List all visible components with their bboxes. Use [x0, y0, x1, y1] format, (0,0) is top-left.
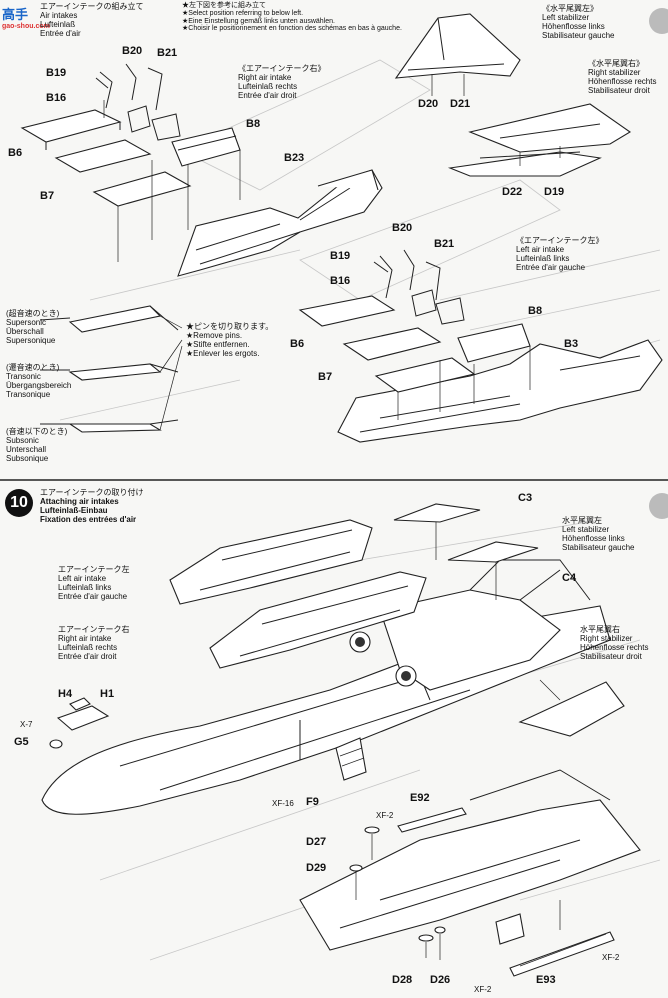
part-d26: D26 — [430, 974, 451, 986]
step10-heading: エアーインテークの取り付け Attaching air intakes Luft… — [40, 488, 144, 524]
right-stabilizer-label-top: 《水平尾翼右》 Right stabilizer Höhenflosse rec… — [588, 59, 657, 95]
part-d22: D22 — [502, 186, 523, 198]
next-page-step-marker — [649, 8, 668, 34]
step10-stabilizer-parts — [393, 503, 625, 737]
part-g5: G5 — [14, 736, 29, 748]
part-b16-left: B16 — [330, 275, 351, 287]
step10-left-stabilizer-label: 水平尾翼左 Left stabilizer Höhenflosse links … — [562, 516, 635, 552]
paint-code-xf16: XF-16 — [272, 799, 294, 808]
part-b21: B21 — [157, 47, 178, 59]
part-b20-left: B20 — [392, 222, 413, 234]
part-b19: B19 — [46, 67, 67, 79]
step10-right-intake-label: エアーインテーク右 Right air intake Lufteinlaß re… — [58, 625, 130, 661]
part-d21: D21 — [450, 98, 471, 110]
supersonic-label: (超音速のとき) Supersonic Überschall Supersoni… — [6, 309, 60, 345]
paint-code-xf2-upper: XF-2 — [376, 811, 394, 820]
left-stabilizer-parts — [394, 13, 521, 96]
paint-code-x7: X-7 — [20, 720, 33, 729]
site-watermark: 高手 gao-shou.com — [2, 4, 50, 30]
right-intake-label: 《エアーインテーク右》 Right air intake Lufteinlaß … — [238, 64, 326, 100]
subsonic-label: (音速以下のとき) Subsonic Unterschall Subsoniqu… — [6, 427, 68, 463]
part-b8-left: B8 — [528, 305, 543, 317]
part-e93: E93 — [536, 974, 556, 986]
part-d29: D29 — [306, 862, 327, 874]
step10-right-stabilizer-label: 水平尾翼右 Right stabilizer Höhenflosse recht… — [580, 625, 649, 661]
left-intake-label: 《エアーインテーク左》 Left air intake Lufteinlaß l… — [516, 236, 604, 272]
left-stabilizer-label-top: 《水平尾翼左》 Left stabilizer Höhenflosse link… — [542, 4, 615, 40]
heading-ja: エアーインテークの組み立て — [40, 2, 144, 11]
step-number: 10 — [5, 489, 33, 517]
part-b7-left: B7 — [318, 371, 333, 383]
part-b7: B7 — [40, 190, 55, 202]
part-h4: H4 — [58, 688, 73, 700]
part-d28: D28 — [392, 974, 413, 986]
fuselage-assembly — [41, 559, 611, 815]
heading-de: Lufteinlaß — [40, 19, 76, 29]
part-b3: B3 — [564, 338, 579, 350]
left-intake-assembly — [298, 249, 663, 443]
lower-detail-assembly — [299, 769, 641, 977]
part-d20: D20 — [418, 98, 439, 110]
part-h1: H1 — [100, 688, 115, 700]
part-b6-left: B6 — [290, 338, 305, 350]
next-page-step-marker-lower — [649, 493, 668, 519]
speed-position-diagrams — [39, 305, 183, 433]
step10-left-intake-label: エアーインテーク左 Left air intake Lufteinlaß lin… — [58, 565, 130, 601]
transonic-label: (遷音速のとき) Transonic Übergangsbereich Tran… — [6, 363, 72, 399]
part-c3: C3 — [518, 492, 533, 504]
step10-right-intake-part — [209, 571, 427, 669]
remove-pins-note: ★ピンを切り取ります。 ★Remove pins. ★Stifte entfer… — [186, 322, 274, 358]
watermark-brand: 高手 — [2, 7, 29, 22]
part-b23: B23 — [284, 152, 305, 164]
watermark-url: gao-shou.com — [2, 23, 50, 30]
selection-notes: ★左下図を参考に組み立て ★Select position referring … — [182, 2, 402, 33]
part-b19-left: B19 — [330, 250, 351, 262]
paint-code-xf2-lower: XF-2 — [474, 985, 492, 994]
part-d27: D27 — [306, 836, 327, 848]
part-b21-left: B21 — [434, 238, 455, 250]
paint-code-xf2-right: XF-2 — [602, 953, 620, 962]
part-c4: C4 — [562, 572, 577, 584]
heading-en: Air intakes — [40, 10, 78, 20]
part-f9: F9 — [306, 796, 319, 808]
part-b6: B6 — [8, 147, 23, 159]
step10-left-intake-part — [169, 519, 373, 605]
right-stabilizer-parts — [447, 103, 632, 177]
f9-bay — [335, 737, 367, 781]
part-b20: B20 — [122, 45, 143, 57]
part-e92: E92 — [410, 792, 430, 804]
part-b16: B16 — [46, 92, 67, 104]
part-b8: B8 — [246, 118, 261, 130]
air-intakes-heading: エアーインテークの組み立て Air intakes Lufteinlaß Ent… — [40, 2, 144, 39]
heading-fr: Entrée d'air — [40, 28, 81, 38]
canopy-parts — [49, 697, 110, 749]
part-d19: D19 — [544, 186, 565, 198]
right-intake-assembly — [20, 63, 383, 277]
